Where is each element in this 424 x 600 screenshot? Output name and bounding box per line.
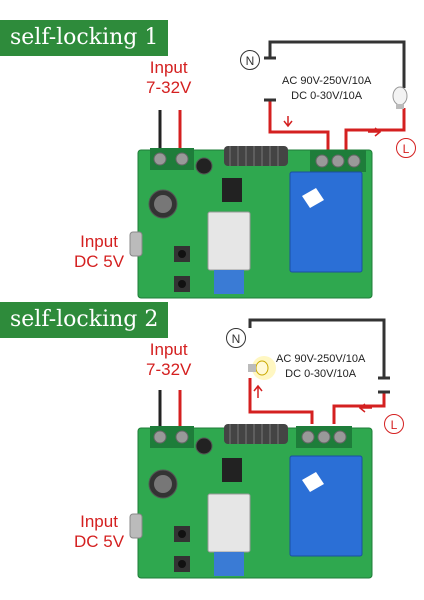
relay (289, 171, 363, 273)
arrow-up-icon (253, 384, 263, 398)
input-side-line-2: DC 5V (74, 532, 125, 551)
input-top-line-2: 7-32V (146, 78, 192, 97)
relay-board (129, 424, 373, 579)
load-spec: AC 90V-250V/10A DC 0-30V/10A (282, 74, 371, 104)
neutral-wire (268, 40, 406, 88)
title-badge: self-locking 2 (0, 302, 169, 338)
neutral-label: N (226, 328, 246, 348)
wire-to-relay-b (332, 392, 386, 424)
lamp-icon (392, 86, 408, 109)
live-label: L (396, 138, 416, 158)
input-side-label: Input DC 5V (74, 232, 124, 272)
input-side-line-1: Input (80, 512, 118, 531)
wiring-illustration-2 (129, 318, 390, 579)
neutral-label: N (240, 50, 260, 70)
input-top-label: Input 7-32V (146, 340, 191, 380)
micro-usb-port (129, 513, 143, 539)
wire-to-relay-a (248, 378, 314, 424)
lamp-icon (248, 356, 276, 380)
relay (289, 455, 363, 557)
title-badge: self-locking 1 (0, 20, 169, 56)
arrow-right-icon (368, 127, 382, 137)
antenna-coil (224, 424, 288, 444)
spec-dc: DC 0-30V/10A (285, 368, 357, 380)
diagram-panel-1: self-locking 1 Input 7-32V Input DC 5V A… (0, 20, 416, 299)
spec-ac: AC 90V-250V/10A (282, 75, 372, 87)
input-top-line-2: 7-32V (146, 360, 192, 379)
arrow-down-icon (283, 116, 293, 128)
spec-ac: AC 90V-250V/10A (276, 353, 366, 365)
input-top-label: Input 7-32V (146, 58, 191, 98)
wiring-illustration-1 (129, 40, 408, 299)
wifi-module (207, 211, 251, 271)
wifi-module (207, 493, 251, 553)
load-spec: AC 90V-250V/10A DC 0-30V/10A (276, 352, 365, 382)
micro-usb-port (129, 231, 143, 257)
load-wiring (248, 318, 390, 424)
input-side-line-1: Input (80, 232, 118, 251)
diagram-panel-2: self-locking 2 Input 7-32V Input DC 5V A… (0, 300, 424, 600)
arrow-left-icon (358, 403, 372, 413)
input-top-line-1: Input (149, 58, 188, 77)
wire-to-relay-a (268, 100, 330, 150)
relay-board (129, 146, 373, 299)
input-top-line-1: Input (149, 340, 188, 359)
live-label: L (384, 414, 404, 434)
neutral-wire (248, 318, 386, 378)
spec-dc: DC 0-30V/10A (291, 90, 363, 102)
antenna-coil (224, 146, 288, 166)
load-wiring (264, 40, 406, 150)
input-side-line-2: DC 5V (74, 252, 125, 271)
wire-to-relay-b (344, 108, 406, 150)
input-side-label: Input DC 5V (74, 512, 124, 552)
